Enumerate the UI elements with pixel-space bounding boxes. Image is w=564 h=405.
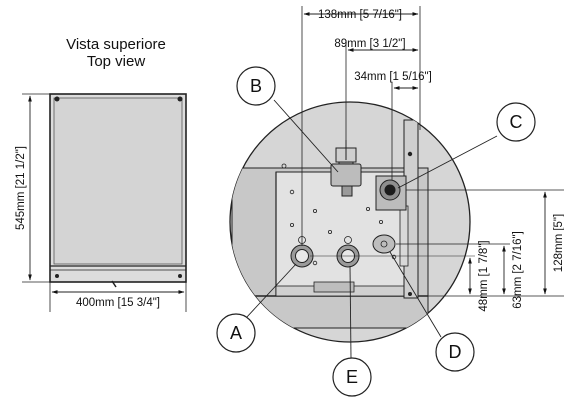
leader-a [245, 263, 297, 319]
dim-label-34: 34mm [1 5/16"] [354, 71, 432, 83]
top-view: Vista superiore Top view 545mm [21 1/2"]… [15, 36, 187, 312]
detail-content [231, 119, 429, 329]
leader-b [273, 99, 339, 173]
dim-label-89: 89mm [3 1/2"] [334, 38, 405, 50]
detail-view: 138mm [5 7/16"] 89mm [3 1/2"] 34mm [1 5/… [216, 6, 564, 397]
drain-tray [313, 281, 355, 293]
callout-e: E [332, 357, 372, 397]
callout-d: D [435, 332, 475, 372]
corner-screw [54, 96, 60, 102]
corner-screw [178, 274, 182, 278]
leader-c [397, 135, 498, 189]
fitting-a [290, 236, 314, 268]
connector-c [375, 175, 407, 211]
leader-e [349, 265, 352, 359]
callout-e-label: E [346, 367, 358, 387]
width-dim-label: 400mm [15 3/4"] [76, 297, 160, 309]
dim-label-138: 138mm [5 7/16"] [318, 9, 402, 21]
dim-label-63: 63mm [2 7/16"] [512, 231, 524, 309]
corner-screw [55, 274, 59, 278]
callout-a: A [216, 313, 256, 353]
callout-b: B [236, 66, 276, 106]
callout-d-label: D [449, 342, 462, 362]
callout-b-label: B [250, 76, 262, 96]
corner-screw [177, 96, 183, 102]
height-dim-label: 545mm [21 1/2"] [15, 146, 27, 230]
top-view-title-it: Vista superiore [66, 36, 166, 53]
cable-mark [111, 280, 117, 288]
unit-top-panel [53, 97, 183, 265]
callout-c-label: C [510, 112, 523, 132]
top-view-title-en: Top view [87, 53, 146, 70]
dim-label-48: 48mm [1 7/8"] [478, 240, 490, 311]
dim-label-128: 128mm [5"] [553, 214, 564, 272]
port-d [372, 234, 396, 254]
valve-b [330, 140, 362, 197]
leader-d [389, 251, 442, 338]
callout-a-label: A [230, 323, 242, 343]
callout-c: C [496, 102, 536, 142]
